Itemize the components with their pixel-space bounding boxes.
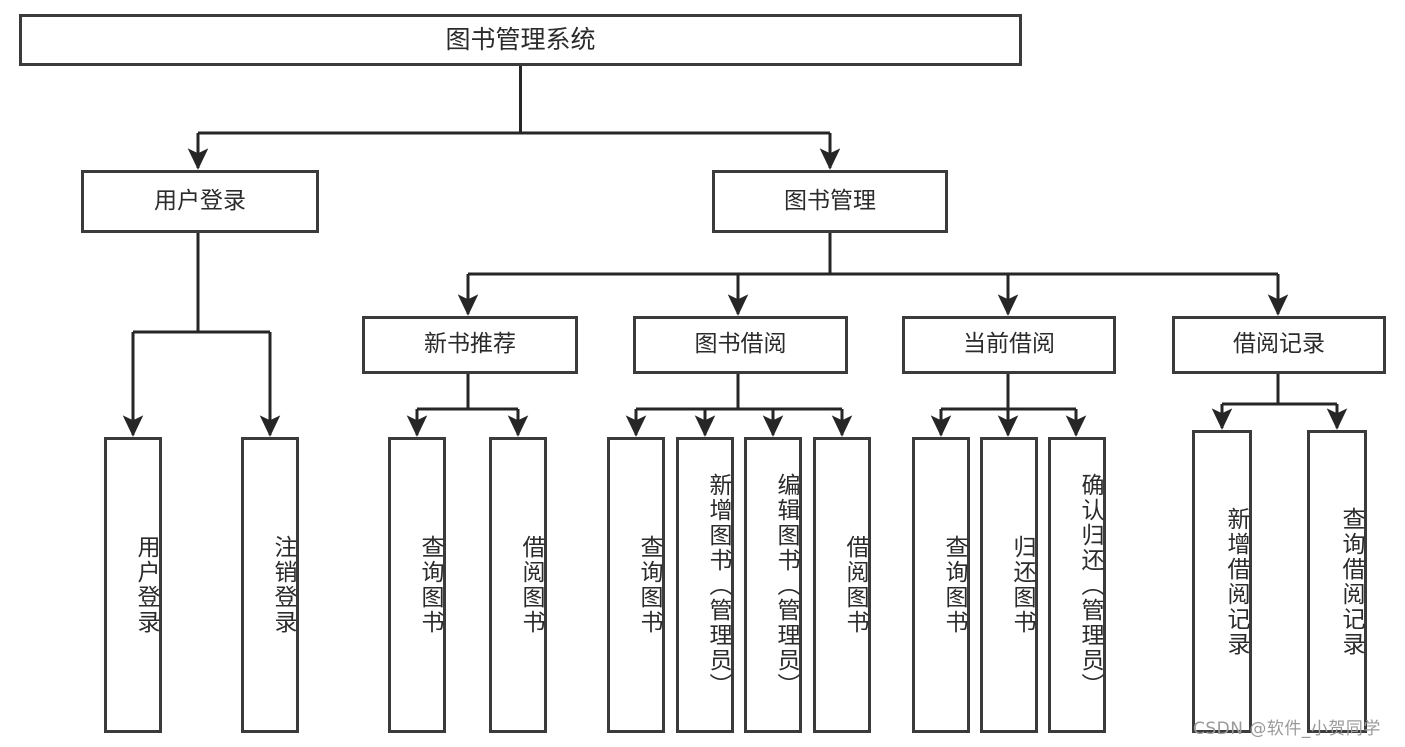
- leaf-label: 借阅图书: [842, 535, 868, 635]
- leaf-edit-book[interactable]: 编辑图书（管理员）: [744, 437, 802, 733]
- leaf-label: 新增借阅记录: [1223, 506, 1249, 657]
- leaf-label: 查询借阅记录: [1338, 506, 1364, 657]
- leaf-add-book[interactable]: 新增图书（管理员）: [676, 437, 734, 733]
- leaf-confirm-return[interactable]: 确认归还（管理员）: [1048, 437, 1106, 733]
- leaf-label: 归还图书: [1009, 535, 1035, 635]
- node-new-book-rec[interactable]: 新书推荐: [362, 316, 578, 374]
- leaf-label: 编辑图书（管理员）: [773, 472, 799, 698]
- leaf-add-record[interactable]: 新增借阅记录: [1192, 430, 1252, 733]
- node-book-borrow[interactable]: 图书借阅: [633, 316, 848, 374]
- leaf-label: 注销登录: [270, 535, 296, 635]
- leaf-query-book-1[interactable]: 查询图书: [388, 437, 446, 733]
- leaf-user-logout[interactable]: 注销登录: [241, 437, 299, 733]
- leaf-query-record[interactable]: 查询借阅记录: [1307, 430, 1367, 733]
- leaf-borrow-book-2[interactable]: 借阅图书: [813, 437, 871, 733]
- leaf-label: 查询图书: [417, 535, 443, 635]
- node-root[interactable]: 图书管理系统: [19, 14, 1022, 66]
- leaf-label: 用户登录: [133, 535, 159, 635]
- csdn-watermark: CSDN @软件_小贺同学: [1193, 719, 1381, 739]
- leaf-query-book-3[interactable]: 查询图书: [912, 437, 970, 733]
- leaf-user-login[interactable]: 用户登录: [104, 437, 162, 733]
- leaf-label: 确认归还（管理员）: [1077, 472, 1103, 698]
- node-current-borrow[interactable]: 当前借阅: [902, 316, 1116, 374]
- leaf-label: 借阅图书: [518, 535, 544, 635]
- leaf-return-book[interactable]: 归还图书: [980, 437, 1038, 733]
- leaf-label: 查询图书: [941, 535, 967, 635]
- node-borrow-record[interactable]: 借阅记录: [1172, 316, 1386, 374]
- leaf-label: 新增图书（管理员）: [705, 472, 731, 698]
- leaf-query-book-2[interactable]: 查询图书: [607, 437, 665, 733]
- leaf-borrow-book-1[interactable]: 借阅图书: [489, 437, 547, 733]
- leaf-label: 查询图书: [636, 535, 662, 635]
- node-user-login[interactable]: 用户登录: [81, 170, 319, 233]
- node-book-manage[interactable]: 图书管理: [712, 170, 948, 233]
